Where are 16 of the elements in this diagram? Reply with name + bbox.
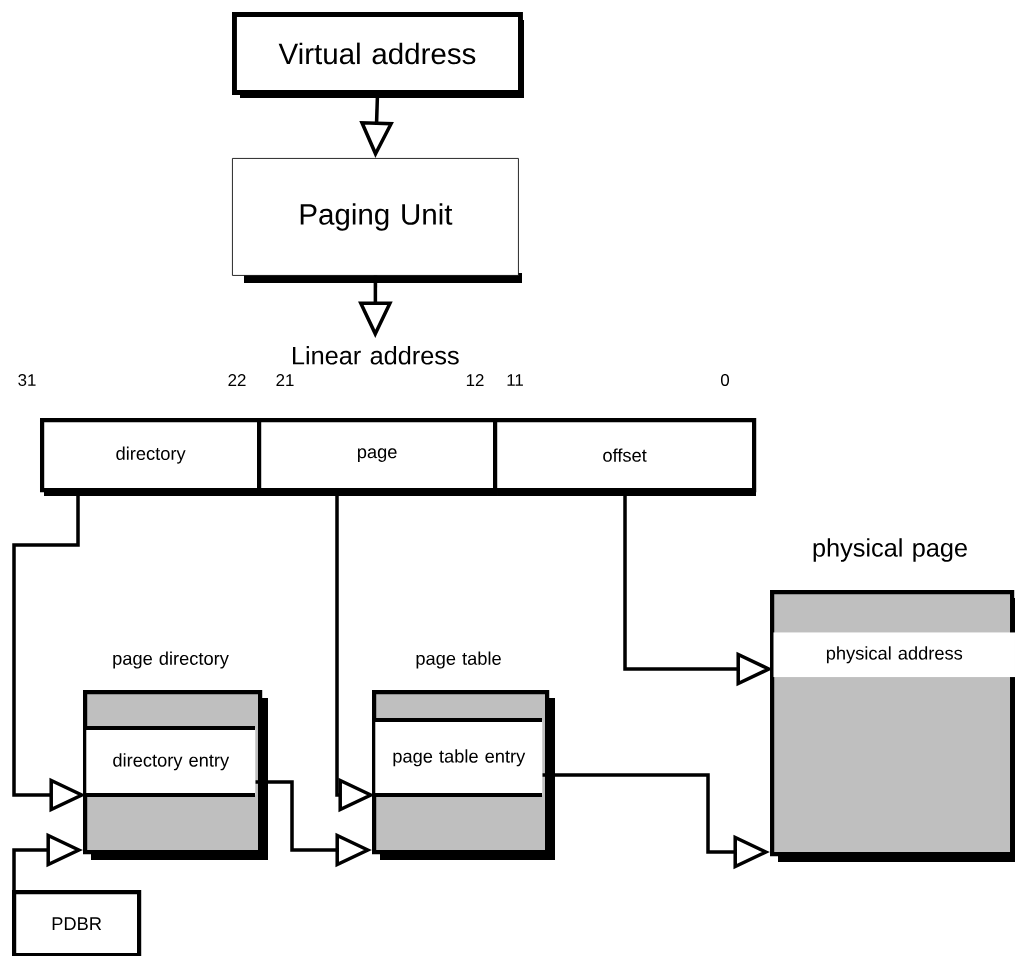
table-heading: page table bbox=[416, 651, 501, 669]
bit-number: 22 bbox=[228, 374, 246, 386]
register-box: PDBR bbox=[12, 890, 142, 956]
bit-field: offset bbox=[493, 418, 757, 496]
table-heading: page directory bbox=[113, 651, 229, 669]
address-label: Linear address bbox=[293, 346, 459, 365]
bit-number: 31 bbox=[18, 374, 36, 386]
bit-number: 21 bbox=[276, 374, 294, 386]
unit-box: Paging Unit bbox=[232, 158, 522, 283]
bit-number: 0 bbox=[721, 374, 730, 386]
bit-number: 11 bbox=[507, 374, 523, 386]
bit-field: directory bbox=[40, 418, 262, 496]
bit-number: 12 bbox=[466, 374, 484, 386]
address-box: Virtual address bbox=[232, 12, 524, 98]
bit-field: page bbox=[257, 418, 498, 496]
table-heading: physical page bbox=[813, 538, 967, 562]
